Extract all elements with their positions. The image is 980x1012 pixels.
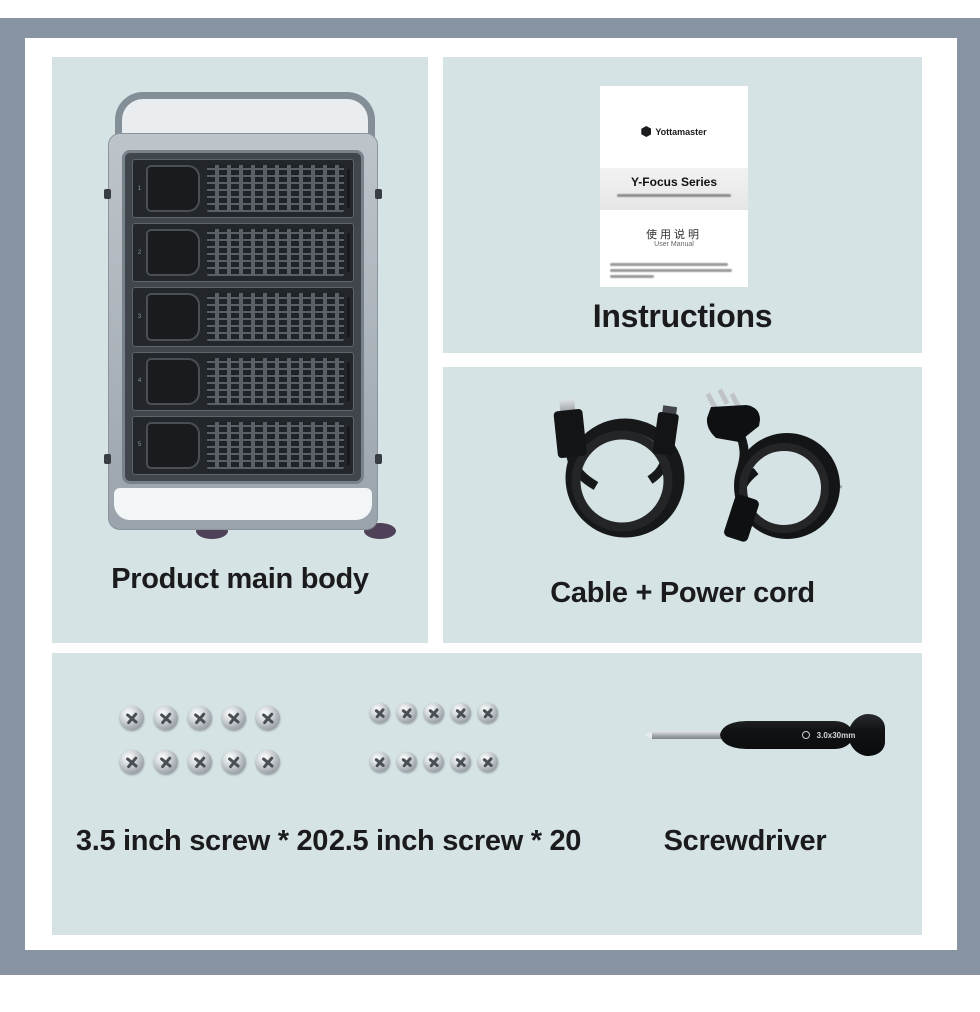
- screw: [120, 750, 144, 774]
- screw: [222, 706, 246, 730]
- bay-latch: [146, 421, 200, 470]
- screws-small-label: 2.5 inch screw * 20: [328, 825, 582, 857]
- screw: [424, 752, 444, 772]
- screw: [397, 752, 417, 772]
- manual-title-cn: 使用说明: [646, 229, 702, 241]
- model-list-text: [617, 194, 731, 197]
- manual-fine-print: [610, 263, 736, 281]
- bay-latch: [146, 357, 200, 405]
- screw: [478, 752, 498, 772]
- screwdriver-label: Screwdriver: [663, 825, 827, 857]
- screw: [397, 703, 417, 723]
- screw-row: [120, 706, 280, 730]
- screw-row: [370, 752, 498, 772]
- screw: [370, 752, 390, 772]
- bay-number: 3: [137, 314, 142, 320]
- screw: [424, 703, 444, 723]
- accessories-panel: 3.0x30mm 3.5 inch screw * 20 2.5 inch sc…: [52, 653, 922, 935]
- drive-bay: 1: [132, 159, 354, 219]
- usb-a-connector: [652, 405, 679, 456]
- product-panel: 1 2 3 4: [52, 57, 428, 643]
- bay-vent-grille: [207, 165, 344, 213]
- bay-edge: [347, 233, 350, 273]
- screw: [451, 703, 471, 723]
- drive-bay: 5: [132, 415, 354, 476]
- side-screw: [375, 189, 382, 199]
- bay-vent-grille: [207, 421, 344, 470]
- brand-name: Yottamaster: [655, 126, 707, 137]
- series-title: Y-Focus Series: [630, 175, 718, 189]
- screw: [222, 750, 246, 774]
- side-screw: [104, 454, 111, 464]
- instructions-panel: Yottamaster Y-Focus Series 使用说明 User Man…: [443, 57, 922, 353]
- user-manual: Yottamaster Y-Focus Series 使用说明 User Man…: [600, 86, 748, 287]
- screw: [154, 706, 178, 730]
- usb-b-connector: [553, 398, 587, 459]
- screw: [478, 703, 498, 723]
- cables-panel: Cable + Power cord: [443, 367, 922, 643]
- drive-bay: 3: [132, 287, 354, 347]
- usb-cable: [553, 398, 685, 538]
- yottamaster-logo-icon: [641, 126, 652, 137]
- screw: [188, 706, 212, 730]
- screw: [370, 703, 390, 723]
- side-screw: [375, 454, 382, 464]
- manual-title-en: User Manual: [654, 241, 694, 248]
- drive-bay: 4: [132, 351, 354, 411]
- screw: [120, 706, 144, 730]
- bay-edge: [347, 361, 350, 401]
- bay-edge: [347, 425, 350, 466]
- cables-label: Cable + Power cord: [550, 577, 815, 609]
- screwdriver-size-marking: 3.0x30mm: [817, 731, 856, 740]
- enclosure-base: [114, 488, 372, 520]
- side-screw: [104, 189, 111, 199]
- bay-edge: [347, 169, 350, 209]
- bay-edge: [347, 297, 350, 337]
- drive-bay: 2: [132, 223, 354, 283]
- enclosure-body: 1 2 3 4: [104, 133, 382, 530]
- bay-number: 5: [137, 442, 142, 449]
- screw: [154, 750, 178, 774]
- screw: [188, 750, 212, 774]
- bay-latch: [146, 229, 200, 277]
- product-label: Product main body: [111, 563, 369, 595]
- bay-number: 2: [137, 249, 142, 256]
- manual-title-band: Y-Focus Series: [600, 168, 748, 210]
- power-plug: [705, 388, 760, 442]
- enclosure-front-bezel: 1 2 3 4: [122, 150, 364, 484]
- screw: [256, 706, 280, 730]
- bay-vent-grille: [207, 293, 344, 341]
- cables-illustration: [553, 388, 843, 542]
- screw: [451, 752, 471, 772]
- screw-row: [120, 750, 280, 774]
- bay-number: 4: [137, 378, 142, 385]
- screw: [256, 750, 280, 774]
- c13-connector: [724, 494, 759, 542]
- screwdriver-illustration: 3.0x30mm: [644, 714, 885, 756]
- bay-latch: [146, 293, 200, 341]
- bay-number: 1: [137, 185, 142, 192]
- bay-vent-grille: [207, 229, 344, 277]
- fine-print-line: [610, 269, 732, 272]
- screws-3-5-inch: [120, 706, 280, 774]
- power-cord: [705, 388, 843, 542]
- fine-print-line: [610, 263, 728, 266]
- screw-row: [370, 703, 498, 723]
- instructions-label: Instructions: [592, 298, 773, 334]
- bay-latch: [146, 165, 200, 213]
- fine-print-line: [610, 275, 654, 278]
- brand-logo: Yottamaster: [600, 126, 748, 137]
- bay-vent-grille: [207, 357, 344, 405]
- screws-2-5-inch: [370, 703, 498, 772]
- screws-large-label: 3.5 inch screw * 20: [75, 825, 329, 857]
